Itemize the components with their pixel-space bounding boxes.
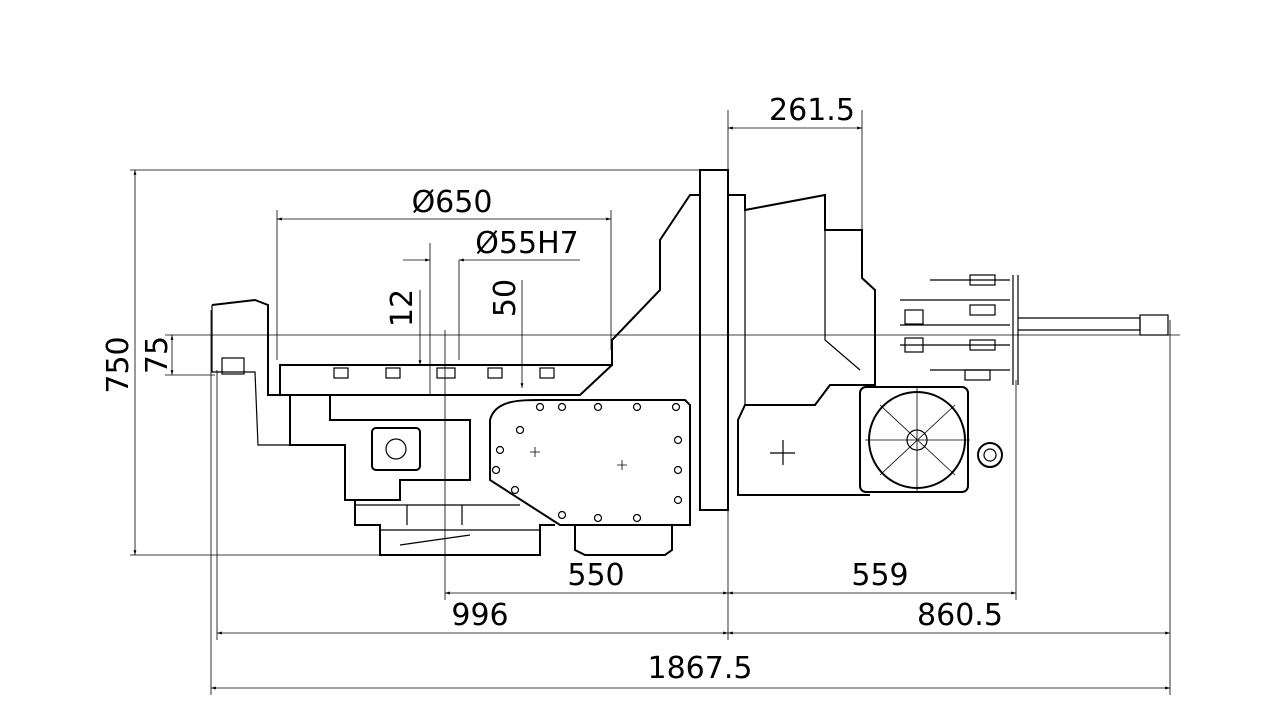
bolt-holes	[491, 402, 683, 523]
machine-body	[211, 169, 1169, 556]
dim-center-height: 75	[140, 336, 175, 374]
dim-flange-to-connector: 559	[851, 558, 908, 593]
dim-axis-to-flange: 550	[567, 558, 624, 593]
dim-total-length: 1867.5	[648, 651, 753, 686]
dim-center-bore: Ø55H7	[475, 226, 578, 261]
dimension-lines	[133, 126, 1170, 690]
dim-total-height: 750	[101, 336, 136, 393]
extension-lines	[130, 110, 1171, 695]
dim-right-length: 860.5	[917, 598, 1003, 633]
dim-left-length: 996	[451, 598, 508, 633]
hydraulic-fittings	[900, 274, 1169, 385]
t-slots	[333, 367, 555, 379]
dim-slot-depth: 12	[385, 289, 420, 327]
dim-flange-offset: 261.5	[769, 93, 855, 128]
dim-table-diameter: Ø650	[412, 185, 493, 220]
dim-slot-height: 50	[488, 279, 523, 317]
